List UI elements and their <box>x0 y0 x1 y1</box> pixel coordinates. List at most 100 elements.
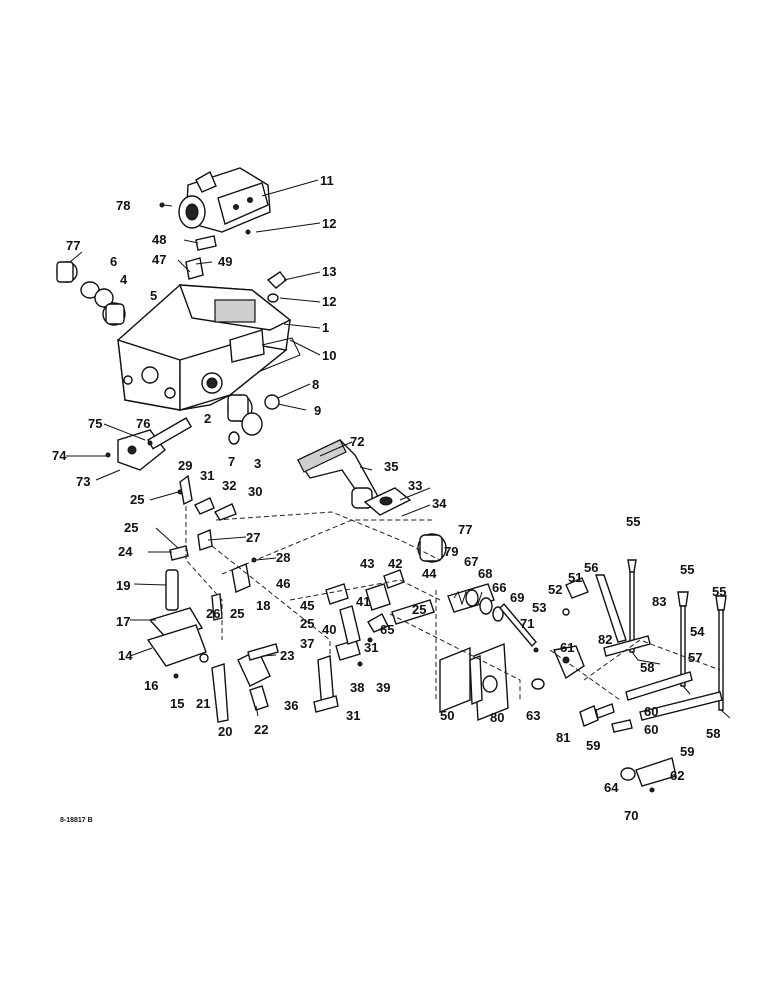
callout-21: 21 <box>196 696 210 711</box>
callout-10: 10 <box>322 348 336 363</box>
callout-68: 68 <box>478 566 492 581</box>
callout-6: 6 <box>110 254 117 269</box>
callout-59b: 59 <box>680 744 694 759</box>
callout-55c: 55 <box>712 584 726 599</box>
callout-2: 2 <box>204 411 211 426</box>
cover-plate <box>363 487 412 516</box>
callout-27: 27 <box>246 530 260 545</box>
callout-26: 26 <box>206 606 220 621</box>
callout-25e: 25 <box>300 616 314 631</box>
callout-63: 63 <box>526 708 540 723</box>
drawing-reference-code: 8-18817 B <box>60 817 93 824</box>
callout-22: 22 <box>254 722 268 737</box>
callout-11: 11 <box>320 173 334 188</box>
bushings-left <box>56 261 126 326</box>
callout-36: 36 <box>284 698 298 713</box>
dashed-relation-lines <box>185 506 721 701</box>
callout-82: 82 <box>598 632 612 647</box>
spring-stack <box>447 583 539 653</box>
callout-25d: 25 <box>412 602 426 617</box>
callout-72: 72 <box>350 434 364 449</box>
callout-60b: 60 <box>644 722 658 737</box>
linkage-center <box>313 569 435 713</box>
callout-labels: 11 78 12 48 49 47 77 6 4 5 13 12 1 10 8 … <box>52 173 726 823</box>
callout-66: 66 <box>492 580 506 595</box>
callout-12b: 12 <box>322 294 336 309</box>
callout-67: 67 <box>464 554 478 569</box>
callout-12: 12 <box>322 216 336 231</box>
callout-70: 70 <box>624 808 638 823</box>
callout-58: 58 <box>640 660 654 675</box>
callout-41: 41 <box>356 594 370 609</box>
callout-47: 47 <box>152 252 166 267</box>
callout-3: 3 <box>254 456 261 471</box>
callout-71: 71 <box>520 616 534 631</box>
callout-57: 57 <box>688 650 702 665</box>
callout-30: 30 <box>248 484 262 499</box>
callout-8: 8 <box>312 377 319 392</box>
callout-77b: 77 <box>458 522 472 537</box>
bushing-right <box>417 533 447 563</box>
callout-50: 50 <box>440 708 454 723</box>
callout-42: 42 <box>388 556 402 571</box>
callout-31: 31 <box>200 468 214 483</box>
callout-39: 39 <box>376 680 390 695</box>
callout-5: 5 <box>150 288 157 303</box>
callout-19: 19 <box>116 578 130 593</box>
callout-64: 64 <box>604 780 619 795</box>
rear-frame-housing <box>117 284 301 411</box>
callout-40: 40 <box>322 622 336 637</box>
callout-23: 23 <box>280 648 294 663</box>
callout-45: 45 <box>300 598 314 613</box>
leader-lines <box>66 179 431 717</box>
callout-49: 49 <box>218 254 232 269</box>
callout-77: 77 <box>66 238 80 253</box>
mounting-bracket <box>439 642 509 722</box>
callout-34: 34 <box>432 496 447 511</box>
callout-74: 74 <box>52 448 67 463</box>
callout-81: 81 <box>556 730 570 745</box>
callout-73: 73 <box>76 474 90 489</box>
callout-65: 65 <box>380 622 394 637</box>
callout-54: 54 <box>690 624 705 639</box>
callout-52: 52 <box>548 582 562 597</box>
linkage-small-parts <box>177 474 257 593</box>
callout-60: 60 <box>644 704 658 719</box>
callout-25c: 25 <box>230 606 244 621</box>
callout-75: 75 <box>88 416 102 431</box>
callout-13: 13 <box>322 264 336 279</box>
callout-35: 35 <box>384 459 398 474</box>
callout-80: 80 <box>490 710 504 725</box>
callout-53: 53 <box>532 600 546 615</box>
callout-9: 9 <box>314 403 321 418</box>
callout-55b: 55 <box>680 562 694 577</box>
callout-78: 78 <box>116 198 130 213</box>
callout-28: 28 <box>276 550 290 565</box>
hydraulic-pump <box>178 167 271 233</box>
callout-25b: 25 <box>124 520 138 535</box>
control-levers-right <box>531 559 731 793</box>
callout-32: 32 <box>222 478 236 493</box>
callout-56: 56 <box>584 560 598 575</box>
callout-48: 48 <box>152 232 166 247</box>
callout-62: 62 <box>670 768 684 783</box>
callout-20: 20 <box>218 724 232 739</box>
callout-18: 18 <box>256 598 270 613</box>
callout-79: 79 <box>444 544 458 559</box>
callout-15: 15 <box>170 696 184 711</box>
callout-16: 16 <box>144 678 158 693</box>
callout-14: 14 <box>118 648 133 663</box>
callout-17: 17 <box>116 614 130 629</box>
callout-25: 25 <box>130 492 144 507</box>
callout-43: 43 <box>360 556 374 571</box>
callout-46: 46 <box>276 576 290 591</box>
callout-59: 59 <box>586 738 600 753</box>
callout-37: 37 <box>300 636 314 651</box>
callout-29: 29 <box>178 458 192 473</box>
callout-33: 33 <box>408 478 422 493</box>
callout-51: 51 <box>568 570 582 585</box>
callout-7: 7 <box>228 454 235 469</box>
shaft-assembly <box>227 394 381 509</box>
callout-61: 61 <box>560 640 574 655</box>
